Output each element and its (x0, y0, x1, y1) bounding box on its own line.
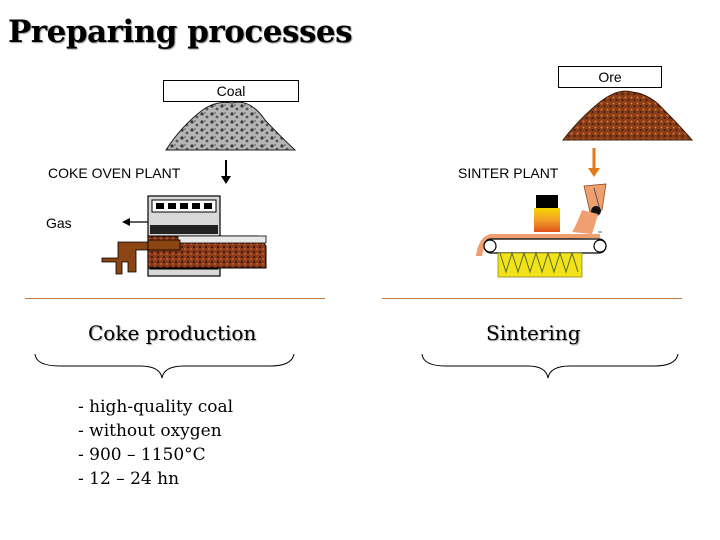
sinter-plant-label: SINTER PLANT (458, 165, 559, 181)
sintering-heading: Sintering (486, 321, 581, 345)
coke-oven-plant-label: COKE OVEN PLANT (48, 165, 181, 181)
coke-conditions-list: - high-quality coal - without oxygen - 9… (78, 395, 233, 491)
coal-pile-icon (165, 101, 297, 151)
coal-label: Coal (163, 80, 299, 102)
gas-label: Gas (46, 215, 72, 231)
list-item: - 900 – 1150°C (78, 445, 206, 465)
left-divider (25, 298, 325, 299)
list-item: - 12 – 24 hn (78, 469, 180, 489)
right-brace-icon (421, 353, 679, 379)
coke-oven-icon (101, 195, 267, 277)
left-brace-icon (34, 353, 295, 379)
ore-pile-icon (561, 90, 694, 141)
ore-feed-arrow-icon (588, 148, 600, 177)
list-item: - high-quality coal (78, 397, 234, 417)
coke-production-heading: Coke production (88, 321, 257, 345)
list-item: - without oxygen (78, 421, 222, 441)
sinter-strand-icon (476, 183, 607, 278)
ore-label: Ore (558, 66, 662, 88)
page-title: Preparing processes (8, 14, 353, 50)
coal-feed-arrow-icon (221, 160, 231, 184)
right-divider (382, 298, 682, 299)
